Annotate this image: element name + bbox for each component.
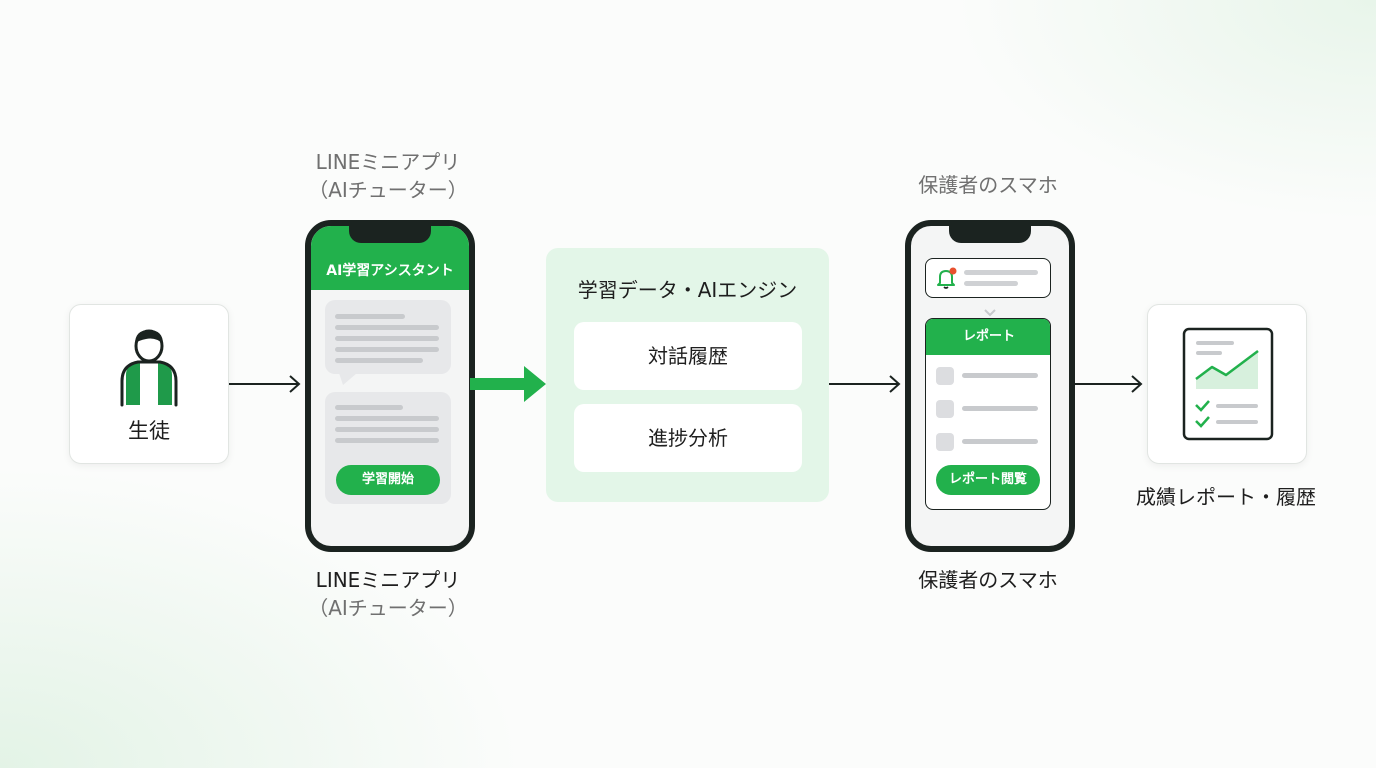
- report-output-label: 成績レポート・履歴: [1136, 485, 1316, 509]
- report-card: レポート レポート閲覧: [925, 318, 1051, 510]
- report-document-icon: [1182, 327, 1274, 441]
- parent-phone: レポート レポート閲覧: [905, 220, 1075, 552]
- arrow-parent-to-report-icon: [1071, 375, 1143, 393]
- report-header: レポート: [926, 319, 1050, 355]
- start-learning-button[interactable]: 学習開始: [336, 465, 440, 495]
- tutor-app-caption-top-line2: （AIチューター）: [308, 178, 468, 202]
- bell-icon: [937, 267, 957, 289]
- notification-card[interactable]: [925, 258, 1051, 298]
- student-card: 生徒: [69, 304, 229, 464]
- chat-bubble-tail-icon: [339, 373, 357, 385]
- report-output-card: [1147, 304, 1307, 464]
- report-row-checkbox: [936, 367, 954, 385]
- ai-engine-panel: 学習データ・AIエンジン 対話履歴 進捗分析: [546, 248, 829, 502]
- view-report-button[interactable]: レポート閲覧: [936, 465, 1040, 495]
- parent-phone-caption-top: 保護者のスマホ: [918, 173, 1058, 197]
- tutor-app-caption-bottom-line1: LINEミニアプリ: [315, 568, 461, 592]
- tutor-app-caption-bottom-line2: （AIチューター）: [308, 596, 468, 620]
- arrow-engine-to-parent-icon: [829, 375, 901, 393]
- phone-notch: [349, 226, 431, 243]
- tutor-app-phone: AI学習アシスタント 学習開始: [305, 220, 475, 552]
- parent-phone-caption-bottom: 保護者のスマホ: [918, 568, 1058, 592]
- engine-item-conversation-history: 対話履歴: [574, 322, 802, 390]
- report-row-checkbox: [936, 433, 954, 451]
- student-icon: [120, 329, 178, 407]
- report-row-checkbox: [936, 400, 954, 418]
- engine-item-progress-analysis: 進捗分析: [574, 404, 802, 472]
- ai-engine-title: 学習データ・AIエンジン: [577, 278, 798, 302]
- chevron-down-icon: [984, 309, 996, 317]
- phone-notch: [949, 226, 1031, 243]
- arrow-student-to-app-icon: [229, 375, 301, 393]
- tutor-app-caption-top-line1: LINEミニアプリ: [315, 150, 461, 174]
- chat-bubble-assistant: [325, 300, 451, 374]
- student-label: 生徒: [128, 419, 170, 443]
- arrow-app-to-engine-icon: [470, 366, 546, 402]
